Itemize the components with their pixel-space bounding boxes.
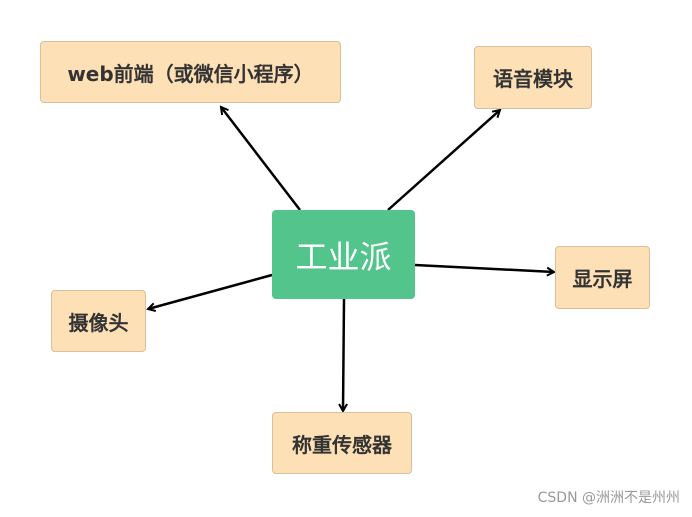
node-web-frontend-label: web前端（或微信小程序）	[67, 61, 314, 86]
watermark: CSDN @洲洲不是州州	[537, 490, 680, 506]
center-node-industrial-pi[interactable]: 工业派	[272, 210, 415, 299]
arrow-to-voice	[387, 110, 500, 211]
node-camera[interactable]: 摄像头	[51, 290, 146, 352]
node-voice-module-label: 语音模块	[493, 67, 573, 91]
arrow-to-scale	[343, 298, 344, 411]
node-voice-module[interactable]: 语音模块	[474, 46, 592, 109]
node-display[interactable]: 显示屏	[555, 246, 650, 309]
node-camera-label: 摄像头	[68, 310, 129, 335]
node-web-frontend[interactable]: web前端（或微信小程序）	[40, 41, 341, 103]
node-weight-sensor[interactable]: 称重传感器	[272, 412, 412, 474]
arrow-to-display	[414, 263, 554, 272]
node-weight-sensor-label: 称重传感器	[292, 432, 392, 457]
arrow-to-camera	[148, 273, 273, 309]
node-display-label: 显示屏	[572, 267, 633, 291]
center-node-label: 工业派	[295, 237, 392, 276]
arrow-to-web	[221, 107, 301, 211]
